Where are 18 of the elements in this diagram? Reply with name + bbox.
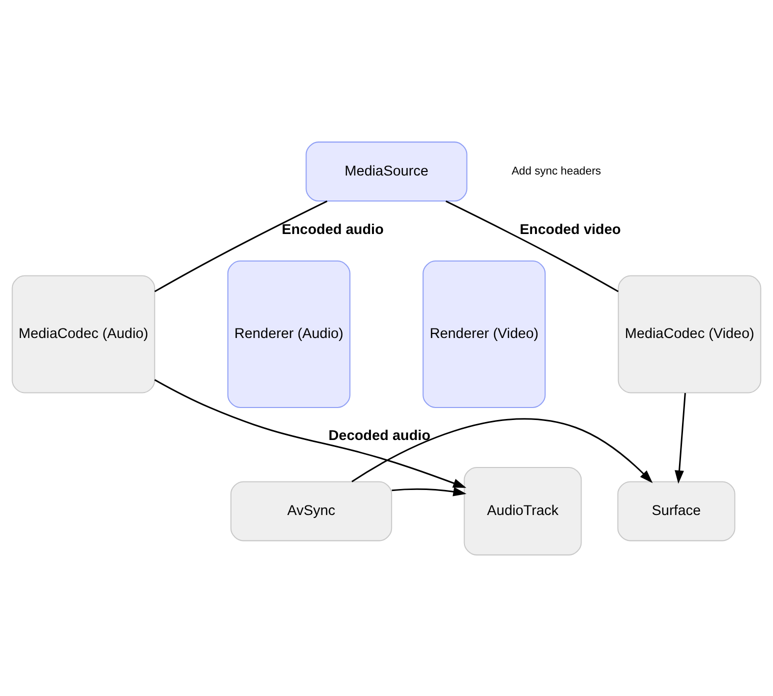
node-box: AudioTrack: [464, 466, 582, 555]
arrow: [352, 418, 653, 483]
node-box: AvSync: [230, 480, 392, 541]
edge-label: Encoded video: [520, 221, 621, 238]
node-box: Renderer (Audio): [227, 260, 350, 408]
arrow: [392, 486, 466, 496]
node-box: MediaCodec (Audio): [12, 274, 156, 393]
label: Add sync headers: [512, 164, 602, 177]
node-box: Renderer (Video): [422, 260, 546, 408]
edge-label: Decoded audio: [328, 428, 430, 444]
edge-label: Encoded audio: [282, 221, 384, 238]
arrow: [154, 378, 466, 488]
node-box: MediaCodec (Video): [618, 274, 762, 393]
arrow: [674, 392, 686, 484]
node-box: MediaSource: [306, 141, 468, 202]
node-box: Surface: [617, 480, 736, 541]
connector: [154, 200, 328, 292]
connector: [446, 200, 619, 292]
